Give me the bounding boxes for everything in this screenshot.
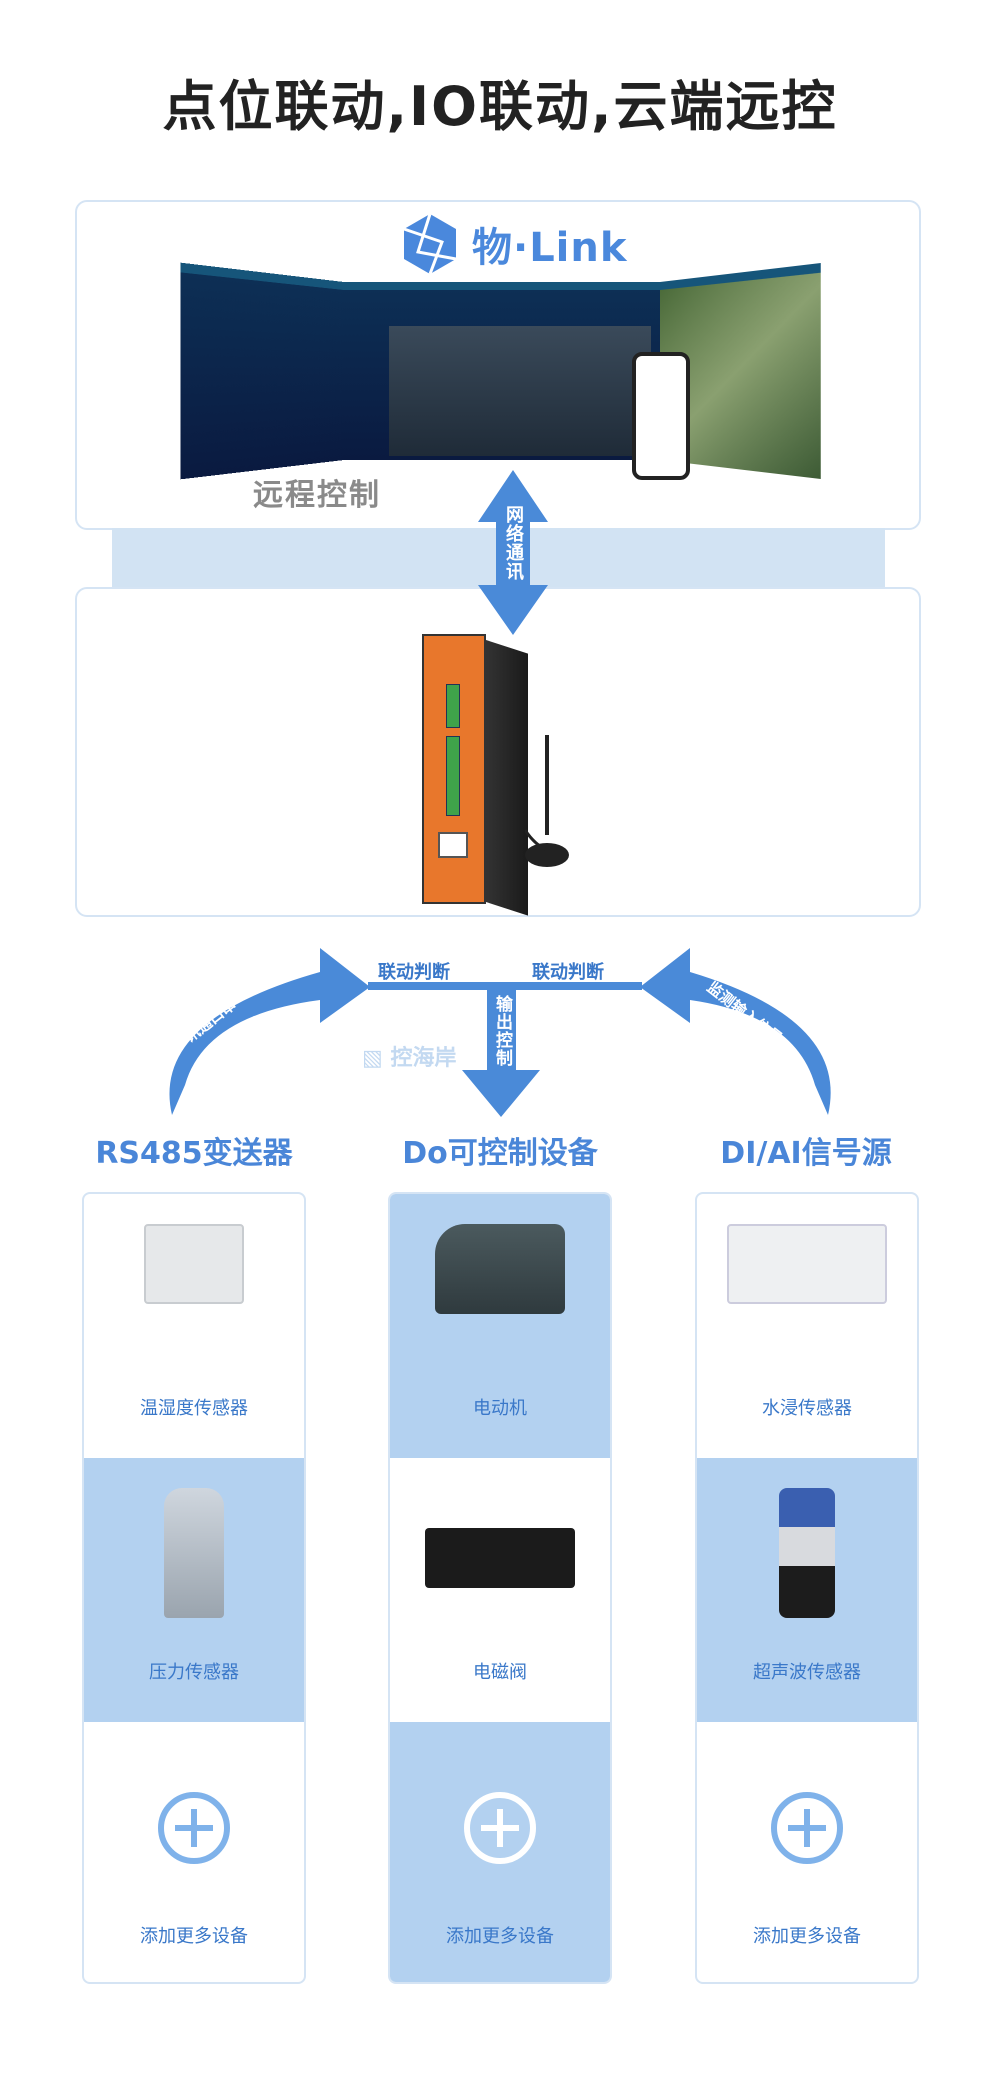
column-do: 电动机 电磁阀 添加更多设备 — [388, 1192, 612, 1984]
network-label: 网络通讯 — [500, 505, 526, 581]
serial-terminal-block — [446, 684, 460, 728]
water-leak-sensor-image — [727, 1224, 887, 1304]
output-label: 输出控制 — [490, 995, 515, 1067]
device-card[interactable]: 电动机 — [390, 1194, 610, 1458]
device-label: 添加更多设备 — [390, 1922, 610, 1948]
device-label: 电磁阀 — [390, 1658, 610, 1684]
motor-image — [435, 1224, 565, 1314]
device-label: 压力传感器 — [84, 1658, 304, 1684]
device-card[interactable]: 温湿度传感器 — [84, 1194, 304, 1458]
temp-humidity-sensor-image — [144, 1224, 244, 1304]
add-device-card[interactable]: 添加更多设备 — [84, 1722, 304, 1984]
device-label: 电动机 — [390, 1394, 610, 1420]
right-arc-arrow — [640, 948, 831, 1115]
pressure-sensor-image — [164, 1488, 224, 1618]
plus-icon[interactable] — [158, 1792, 230, 1864]
remote-control-label: 远程控制 — [253, 470, 381, 514]
add-device-card[interactable]: 添加更多设备 — [697, 1722, 917, 1984]
device-card[interactable]: 电磁阀 — [390, 1458, 610, 1722]
device-label: 添加更多设备 — [697, 1922, 917, 1948]
watermark-text: 控海岸 — [390, 1046, 456, 1071]
plus-icon[interactable] — [464, 1792, 536, 1864]
logo-text: 物·Link — [472, 215, 627, 273]
solenoid-valve-image — [425, 1528, 575, 1588]
column-header-do: Do可控制设备 — [350, 1128, 650, 1172]
plant-3d-scene — [389, 326, 651, 456]
device-card[interactable]: 水浸传感器 — [697, 1194, 917, 1458]
gateway-device-side — [486, 640, 528, 916]
bar-label-left: 联动判断 — [378, 958, 450, 984]
device-card[interactable]: 超声波传感器 — [697, 1458, 917, 1722]
column-rs485: 温湿度传感器 压力传感器 添加更多设备 — [82, 1192, 306, 1984]
dashboard-screen-left — [181, 263, 344, 480]
dashboard-screen-center — [343, 282, 661, 460]
lan-port — [438, 832, 468, 858]
ultrasonic-sensor-image — [779, 1488, 835, 1618]
mobile-app-phone — [632, 352, 690, 480]
bar-label-right: 联动判断 — [532, 958, 604, 984]
device-label: 温湿度传感器 — [84, 1394, 304, 1420]
page-title: 点位联动,IO联动,云端远控 — [0, 62, 1000, 141]
watermark: ▧ 控海岸 — [362, 1040, 456, 1072]
column-header-di-ai: DI/AI信号源 — [656, 1128, 956, 1172]
plus-icon[interactable] — [771, 1792, 843, 1864]
device-card[interactable]: 压力传感器 — [84, 1458, 304, 1722]
io-terminal-block — [446, 736, 460, 816]
watermark-logo-icon: ▧ — [362, 1046, 383, 1071]
hexagon-logo-icon — [398, 212, 462, 276]
column-di-ai: 水浸传感器 超声波传感器 添加更多设备 — [695, 1192, 919, 1984]
gateway-device — [422, 634, 486, 904]
device-label: 超声波传感器 — [697, 1658, 917, 1684]
column-header-rs485: RS485变送器 — [44, 1128, 344, 1172]
wulink-logo: 物·Link — [398, 212, 627, 276]
device-label: 添加更多设备 — [84, 1922, 304, 1948]
device-label: 水浸传感器 — [697, 1394, 917, 1420]
add-device-card[interactable]: 添加更多设备 — [390, 1722, 610, 1984]
antenna-icon — [525, 735, 585, 875]
